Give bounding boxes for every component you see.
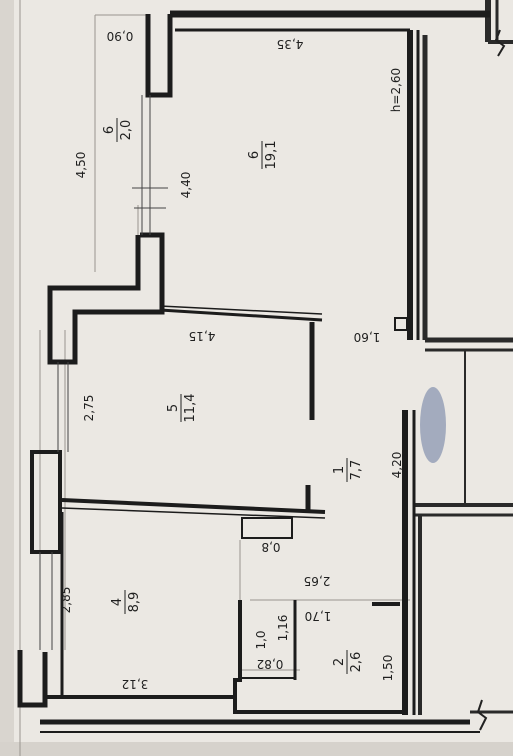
- paper-edge-left: [0, 0, 14, 756]
- dim-2-65: 2,65: [304, 574, 331, 588]
- room-6-large-label: 6 19,1: [247, 141, 279, 170]
- room-2-number: 2: [332, 658, 347, 666]
- room-1-area: 7,7: [349, 460, 364, 481]
- neighbour-walls: [415, 0, 513, 715]
- room-2-area: 2,6: [349, 652, 364, 673]
- room-4-area: 8,9: [127, 592, 142, 613]
- room-4-number: 4: [110, 598, 125, 606]
- dim-3-12: 3,12: [122, 677, 149, 691]
- room-6-small-label: 6 2,0: [102, 118, 134, 142]
- height-note: h=2,60: [389, 68, 403, 112]
- dim-4-20: 4,20: [390, 452, 404, 479]
- dim-2-85: 2,85: [59, 587, 73, 614]
- room-2-label: 2 2,6: [332, 650, 364, 674]
- guide-lines: [19, 0, 410, 756]
- room-5-area: 11,4: [183, 394, 198, 423]
- room-4-label: 4 8,9: [110, 590, 142, 614]
- dim-1-16: 1,16: [276, 615, 290, 642]
- window-glazing: [39, 95, 168, 650]
- room-1-number: 1: [332, 466, 347, 474]
- dim-0-82: 0,82: [257, 657, 284, 671]
- ink-smudge: [420, 387, 446, 463]
- dim-4-40: 4,40: [179, 172, 193, 199]
- dimension-labels: 0,90 4,35 4,50 4,40 4,15 1,60 2,75 4,20 …: [59, 29, 404, 691]
- room-1-label: 1 7,7: [332, 458, 364, 482]
- paper-edge-bottom: [0, 742, 513, 756]
- dim-2-75: 2,75: [82, 395, 96, 422]
- dim-1-60: 1,60: [354, 330, 381, 344]
- main-walls: [17, 10, 490, 733]
- room-6-small-area: 2,0: [119, 120, 134, 141]
- dim-0-8: 0,8: [261, 540, 280, 554]
- dim-4-15: 4,15: [189, 329, 216, 343]
- room-6-large-number: 6: [247, 151, 262, 159]
- break-marks: [476, 29, 506, 731]
- dim-1-50: 1,50: [381, 655, 395, 682]
- dim-1-0: 1,0: [254, 630, 268, 649]
- room-5-number: 5: [166, 404, 181, 412]
- dim-4-35: 4,35: [277, 37, 304, 51]
- room-5-label: 5 11,4: [166, 394, 198, 423]
- dim-0-90: 0,90: [107, 29, 134, 43]
- dim-4-50: 4,50: [74, 152, 88, 179]
- dim-1-70: 1,70: [305, 609, 332, 623]
- room-6-large-area: 19,1: [264, 141, 279, 170]
- room-6-small-number: 6: [102, 126, 117, 134]
